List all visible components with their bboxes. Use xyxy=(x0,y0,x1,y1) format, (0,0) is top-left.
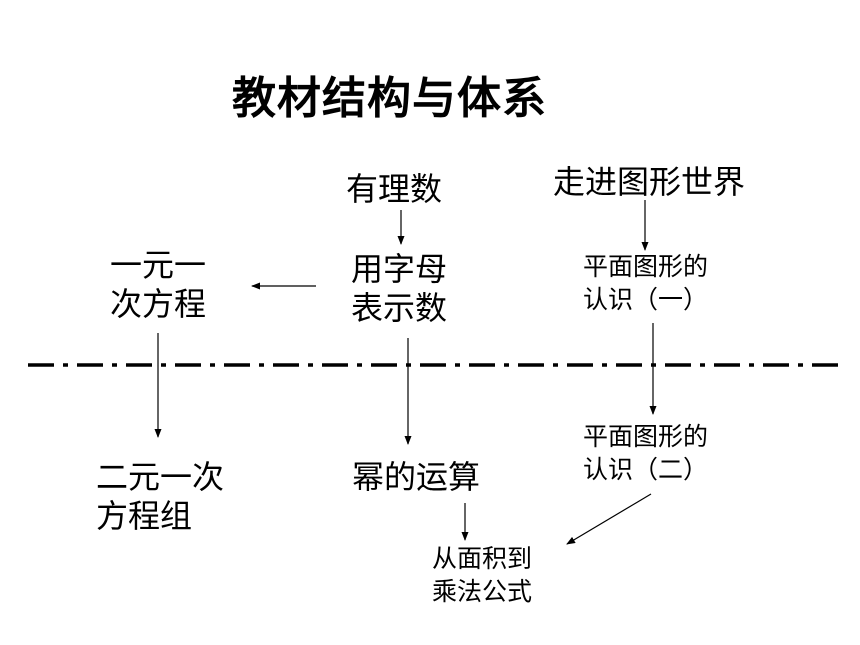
node-text-line: 从面积到 xyxy=(432,544,533,573)
node-area-to-multiplication: 从面积到 乘法公式 xyxy=(432,542,532,608)
node-text-line: 方程组 xyxy=(96,497,193,536)
node-text-line: 乘法公式 xyxy=(432,577,533,606)
node-geometry-world: 走进图形世界 xyxy=(553,163,746,201)
node-text-line: 一元一 xyxy=(110,246,207,284)
node-system-of-equations: 二元一次 方程组 xyxy=(96,458,224,536)
node-plane-figures-1: 平面图形的 认识（一） xyxy=(583,250,708,316)
node-text-line: 平面图形的 xyxy=(583,422,709,451)
node-plane-figures-2: 平面图形的 认识（二） xyxy=(583,420,708,486)
node-text-line: 二元一次 xyxy=(96,458,225,496)
node-power-operations: 幂的运算 xyxy=(352,458,481,496)
page-title: 教材结构与体系 xyxy=(232,73,547,124)
node-letters-represent-numbers: 用字母 表示数 xyxy=(351,250,447,328)
node-text-line: 认识（一） xyxy=(583,285,709,314)
node-text-line: 认识（二） xyxy=(583,455,709,484)
node-rational-numbers: 有理数 xyxy=(346,170,443,208)
node-text-line: 用字母 xyxy=(351,250,448,288)
node-text-line: 平面图形的 xyxy=(583,252,709,281)
node-text-line: 次方程 xyxy=(110,285,207,324)
arrow-plane2-to-area xyxy=(566,493,652,545)
node-text-line: 表示数 xyxy=(351,289,448,328)
node-linear-equation: 一元一 次方程 xyxy=(110,246,206,324)
